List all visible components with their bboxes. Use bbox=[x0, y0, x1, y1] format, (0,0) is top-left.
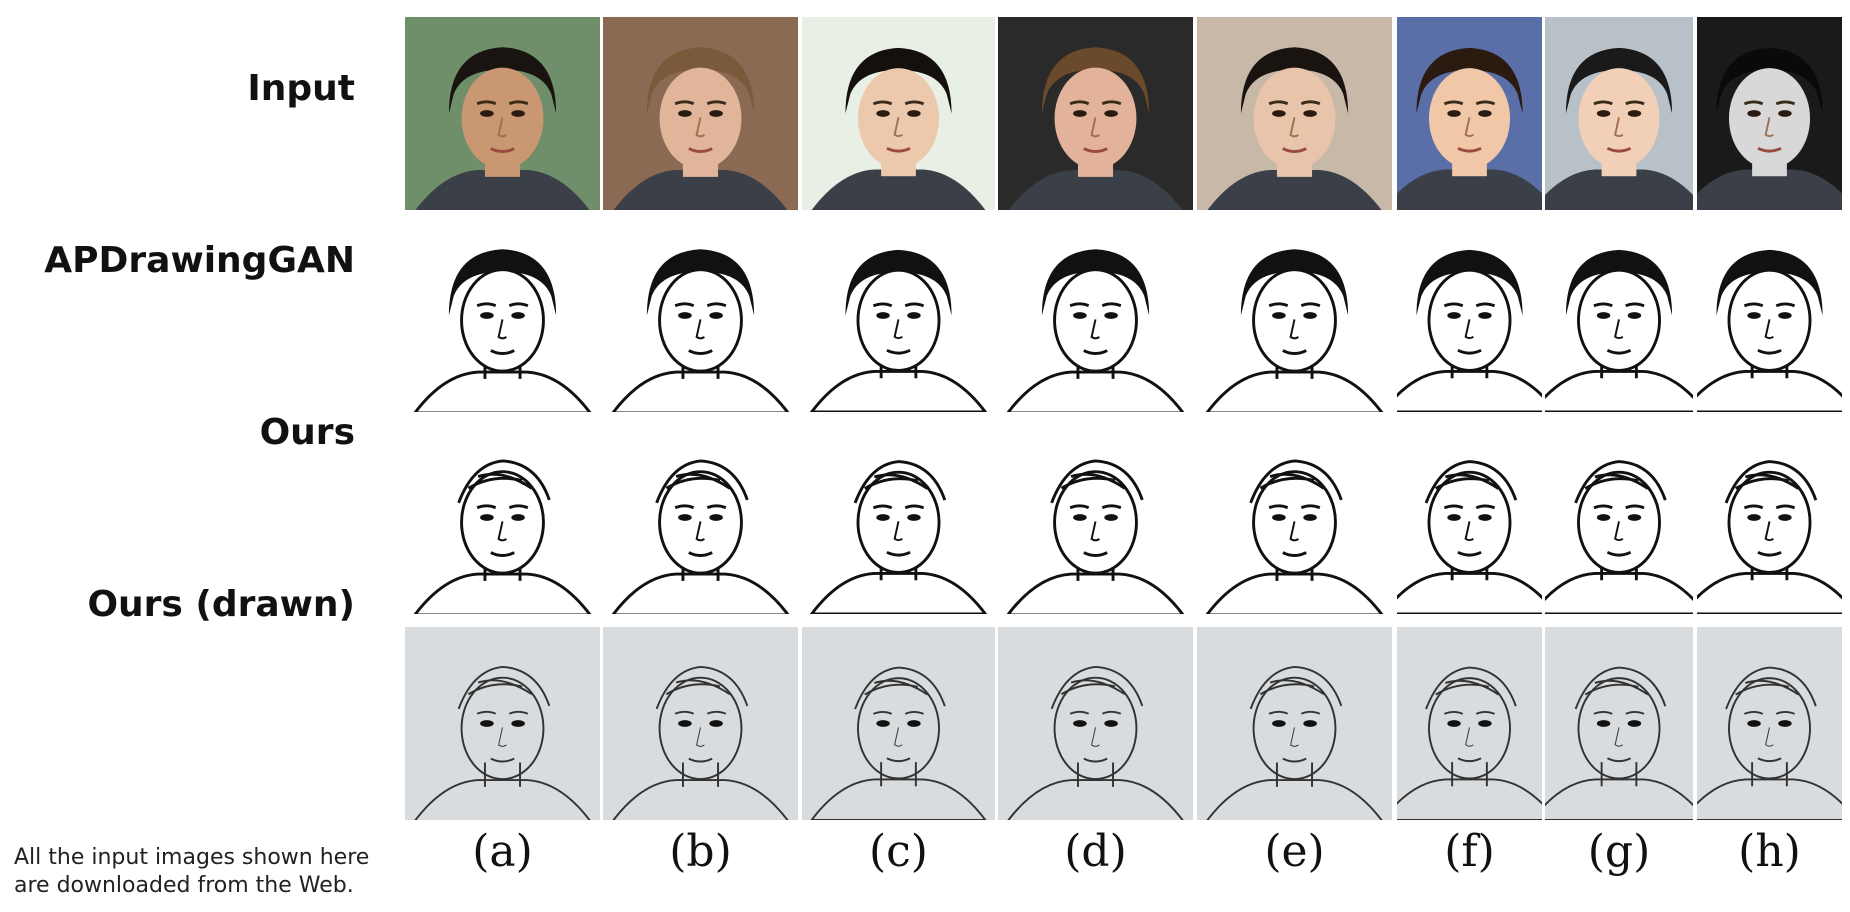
portrait-image bbox=[1197, 627, 1392, 820]
image-input-b bbox=[603, 17, 798, 210]
image-apdrawinggan-c bbox=[802, 219, 995, 412]
image-ours-drawn-e bbox=[1197, 627, 1392, 820]
portrait-image bbox=[1397, 627, 1542, 820]
portrait-image bbox=[998, 627, 1193, 820]
image-input-d bbox=[998, 17, 1193, 210]
portrait-image bbox=[405, 627, 600, 820]
portrait-image bbox=[603, 627, 798, 820]
row-label-apdrawinggan: APDrawingGAN bbox=[44, 240, 355, 281]
portrait-image bbox=[1697, 421, 1842, 614]
portrait-image bbox=[1197, 219, 1392, 412]
image-apdrawinggan-g bbox=[1545, 219, 1693, 412]
image-input-a bbox=[405, 17, 600, 210]
image-ours-b bbox=[603, 421, 798, 614]
source-note: All the input images shown here are down… bbox=[14, 844, 369, 900]
portrait-image bbox=[603, 17, 798, 210]
image-ours-drawn-b bbox=[603, 627, 798, 820]
portrait-image bbox=[1197, 421, 1392, 614]
source-note-line-1: All the input images shown here bbox=[14, 845, 370, 870]
image-ours-h bbox=[1697, 421, 1842, 614]
portrait-image bbox=[405, 219, 600, 412]
portrait-image bbox=[802, 627, 995, 820]
row-label-ours-drawn: Ours (drawn) bbox=[87, 584, 355, 625]
image-ours-drawn-h bbox=[1697, 627, 1842, 820]
image-input-f bbox=[1397, 17, 1542, 210]
portrait-image bbox=[1697, 17, 1842, 210]
portrait-image bbox=[1697, 627, 1842, 820]
portrait-image bbox=[1197, 17, 1392, 210]
source-note-line-2: are downloaded from the Web. bbox=[14, 873, 354, 898]
portrait-image bbox=[998, 219, 1193, 412]
portrait-image bbox=[1545, 219, 1693, 412]
column-label-h: (h) bbox=[1738, 826, 1801, 877]
portrait-image bbox=[802, 17, 995, 210]
portrait-image bbox=[998, 421, 1193, 614]
image-input-e bbox=[1197, 17, 1392, 210]
portrait-image bbox=[1545, 17, 1693, 210]
column-label-b: (b) bbox=[669, 826, 732, 877]
portrait-image bbox=[1545, 627, 1693, 820]
image-input-g bbox=[1545, 17, 1693, 210]
image-apdrawinggan-f bbox=[1397, 219, 1542, 412]
portrait-image bbox=[1697, 219, 1842, 412]
column-label-c: (c) bbox=[869, 826, 928, 877]
image-ours-e bbox=[1197, 421, 1392, 614]
column-label-g: (g) bbox=[1587, 826, 1651, 877]
image-ours-g bbox=[1545, 421, 1693, 614]
image-ours-c bbox=[802, 421, 995, 614]
image-ours-a bbox=[405, 421, 600, 614]
portrait-image bbox=[802, 219, 995, 412]
image-ours-drawn-c bbox=[802, 627, 995, 820]
image-apdrawinggan-h bbox=[1697, 219, 1842, 412]
portrait-image bbox=[603, 219, 798, 412]
image-apdrawinggan-b bbox=[603, 219, 798, 412]
image-ours-drawn-f bbox=[1397, 627, 1542, 820]
image-apdrawinggan-a bbox=[405, 219, 600, 412]
portrait-image bbox=[1397, 421, 1542, 614]
image-ours-f bbox=[1397, 421, 1542, 614]
portrait-image bbox=[603, 421, 798, 614]
portrait-image bbox=[998, 17, 1193, 210]
portrait-image bbox=[802, 421, 995, 614]
image-input-c bbox=[802, 17, 995, 210]
image-ours-drawn-a bbox=[405, 627, 600, 820]
image-ours-drawn-g bbox=[1545, 627, 1693, 820]
portrait-image bbox=[405, 421, 600, 614]
image-apdrawinggan-d bbox=[998, 219, 1193, 412]
image-input-h bbox=[1697, 17, 1842, 210]
column-label-d: (d) bbox=[1064, 826, 1127, 877]
column-label-a: (a) bbox=[472, 826, 533, 877]
row-label-input: Input bbox=[247, 68, 355, 109]
portrait-image bbox=[405, 17, 600, 210]
column-label-f: (f) bbox=[1444, 826, 1495, 877]
portrait-image bbox=[1397, 17, 1542, 210]
column-label-e: (e) bbox=[1264, 826, 1325, 877]
row-label-ours: Ours bbox=[259, 412, 355, 453]
portrait-image bbox=[1545, 421, 1693, 614]
portrait-image bbox=[1397, 219, 1542, 412]
image-ours-drawn-d bbox=[998, 627, 1193, 820]
image-ours-d bbox=[998, 421, 1193, 614]
image-apdrawinggan-e bbox=[1197, 219, 1392, 412]
